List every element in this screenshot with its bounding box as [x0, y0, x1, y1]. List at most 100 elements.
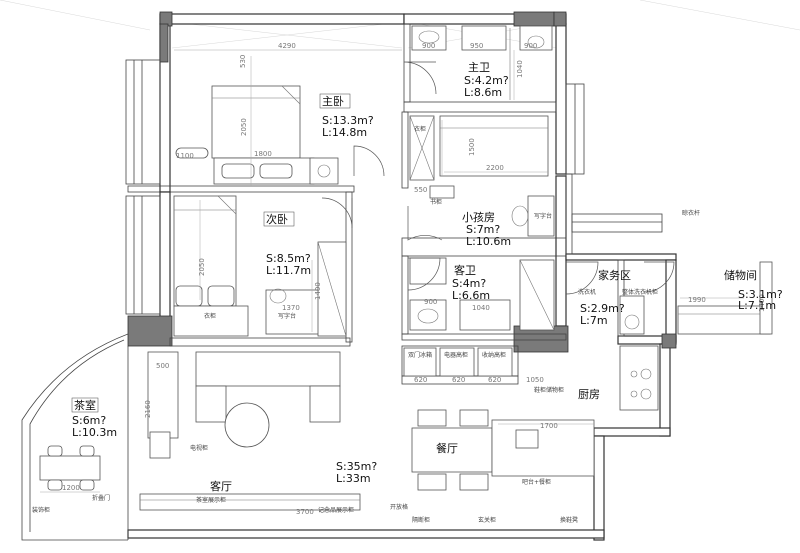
- drying-rack-label: 晾衣杆: [682, 209, 700, 217]
- master-bedroom-name: 主卧: [322, 95, 344, 108]
- tea-room-name: 茶室: [74, 398, 96, 412]
- dim-sb-bed: 2050: [198, 258, 206, 276]
- storage-area: S:3.1m?: [738, 288, 783, 301]
- kids-desk: 写字台: [534, 212, 552, 220]
- shoe-bench-label: 换鞋凳: [560, 516, 578, 524]
- dim-tea: 1200: [62, 484, 80, 492]
- master-bedroom-perimeter: L:14.8m: [322, 126, 367, 139]
- utility-furniture: [619, 295, 659, 411]
- master-bath-perimeter: L:8.6m: [464, 86, 502, 99]
- dim-sb-wardrobe: 1400: [314, 282, 322, 300]
- guest-bath-name: 客卫: [454, 263, 476, 277]
- dim-living-2160: 2160: [144, 400, 152, 418]
- shoe-cabinet-label: 鞋柜: [534, 386, 546, 394]
- second-bedroom-furniture: [173, 195, 347, 337]
- oven-label: 电器高柜: [444, 351, 468, 359]
- sideboard-label: 记念品展示柜: [318, 506, 354, 514]
- dim-living-3700: 3700: [296, 508, 314, 516]
- dim-storage-1: 1990: [688, 296, 706, 304]
- second-wardrobe: 衣柜: [204, 312, 216, 320]
- storage-cabinet-label: 储物柜: [546, 386, 564, 394]
- utility-perimeter: L:7m: [580, 314, 608, 327]
- second-desk: 写字台: [278, 312, 296, 320]
- second-bedroom-perimeter: L:11.7m: [266, 264, 311, 277]
- dim-k2: 620: [452, 376, 465, 384]
- folding-door-label: 折叠门: [92, 494, 110, 502]
- dim-storage-2: 1400: [758, 294, 766, 312]
- guest-bath-area: S:4m?: [452, 277, 486, 290]
- entry-cabinet-label: 玄关柜: [478, 516, 496, 524]
- dim-k4: 1050: [526, 376, 544, 384]
- windows: [125, 59, 663, 315]
- master-bath-name: 主卫: [468, 61, 490, 74]
- structural-columns: [127, 11, 677, 353]
- dim-living-500: 500: [156, 362, 169, 370]
- second-bedroom-name: 次卧: [266, 212, 288, 226]
- display-cabinet-label: 茶室展示柜: [196, 496, 226, 504]
- living-perimeter: L:33m: [336, 472, 371, 485]
- tv-cabinet-label: 电视柜: [190, 444, 208, 452]
- dim-master-top: 530: [239, 55, 247, 68]
- dim-mb-3: 900: [524, 42, 537, 50]
- partitions: [169, 23, 625, 385]
- open-shelf-label: 开放格: [390, 503, 408, 511]
- master-bath-area: S:4.2m?: [464, 74, 509, 87]
- guest-bath-furniture: [409, 257, 555, 331]
- tea-room-perimeter: L:10.3m: [72, 426, 117, 439]
- storage-name: 储物间: [724, 268, 757, 282]
- dining-name: 餐厅: [436, 441, 458, 455]
- utility-area: S:2.9m?: [580, 302, 625, 315]
- guest-bath-perimeter: L:6.6m: [452, 289, 490, 302]
- dim-master-bed-width: 1800: [254, 150, 272, 158]
- tea-room-label-box: [71, 397, 99, 413]
- dim-kid-door: 550: [414, 186, 427, 194]
- kids-bookshelf: 书柜: [430, 198, 442, 206]
- second-bedroom-area: S:8.5m?: [266, 252, 311, 265]
- dim-k1: 620: [414, 376, 427, 384]
- dryer-label: 整体洗衣机柜: [622, 288, 658, 296]
- dim-sb-desk: 1370: [282, 304, 300, 312]
- living-area: S:35m?: [336, 460, 377, 473]
- kids-room-name: 小孩房: [462, 211, 495, 224]
- storage-furniture: [677, 261, 773, 335]
- dim-master-bed: 2050: [240, 118, 248, 136]
- master-bedroom-label-box: [319, 93, 351, 109]
- kids-wardrobe: 衣柜: [414, 125, 426, 133]
- tea-room-furniture: [39, 445, 101, 493]
- kids-room-area: S:7m?: [466, 223, 500, 236]
- kitchen-tall-cabinets: [403, 347, 513, 377]
- dim-gb-1: 900: [424, 298, 437, 306]
- dim-master-width: 4290: [278, 42, 296, 50]
- dim-mb-1: 900: [422, 42, 435, 50]
- master-bath-furniture: [411, 25, 553, 100]
- kitchen-name: 厨房: [578, 388, 600, 401]
- partition-cabinet-label: 隔断柜: [412, 516, 430, 524]
- door-swings: [321, 61, 675, 295]
- master-bedroom-area: S:13.3m?: [322, 114, 374, 127]
- master-bedroom-furniture: [174, 49, 402, 186]
- dim-mb-2: 950: [470, 42, 483, 50]
- dim-counter: 1700: [540, 422, 558, 430]
- tea-display-label: 装饰柜: [32, 506, 50, 514]
- dim-kid-bed: 1500: [468, 138, 476, 156]
- dim-gb-2: 1040: [472, 304, 490, 312]
- tall-cabinet-label: 收纳高柜: [482, 351, 506, 359]
- bar-label: 吧台+餐柜: [522, 478, 551, 486]
- outer-walls: [21, 13, 677, 541]
- living-name: 客厅: [210, 479, 232, 493]
- dim-k3: 620: [488, 376, 501, 384]
- dining-furniture: [411, 409, 595, 491]
- second-bedroom-label-box: [263, 211, 295, 227]
- dim-master-side: 1100: [176, 152, 194, 160]
- kids-room-furniture: [409, 115, 555, 237]
- storage-perimeter: L:7.1m: [738, 299, 776, 312]
- tea-room-area: S:6m?: [72, 414, 106, 427]
- living-furniture: [139, 351, 361, 511]
- dim-mb-4: 1040: [516, 60, 524, 78]
- dim-kid-bed-w: 2200: [486, 164, 504, 172]
- utility-name: 家务区: [598, 268, 631, 282]
- kids-room-perimeter: L:10.6m: [466, 235, 511, 248]
- fridge-label: 双门冰箱: [408, 351, 432, 359]
- washer-label: 洗衣机: [578, 288, 596, 296]
